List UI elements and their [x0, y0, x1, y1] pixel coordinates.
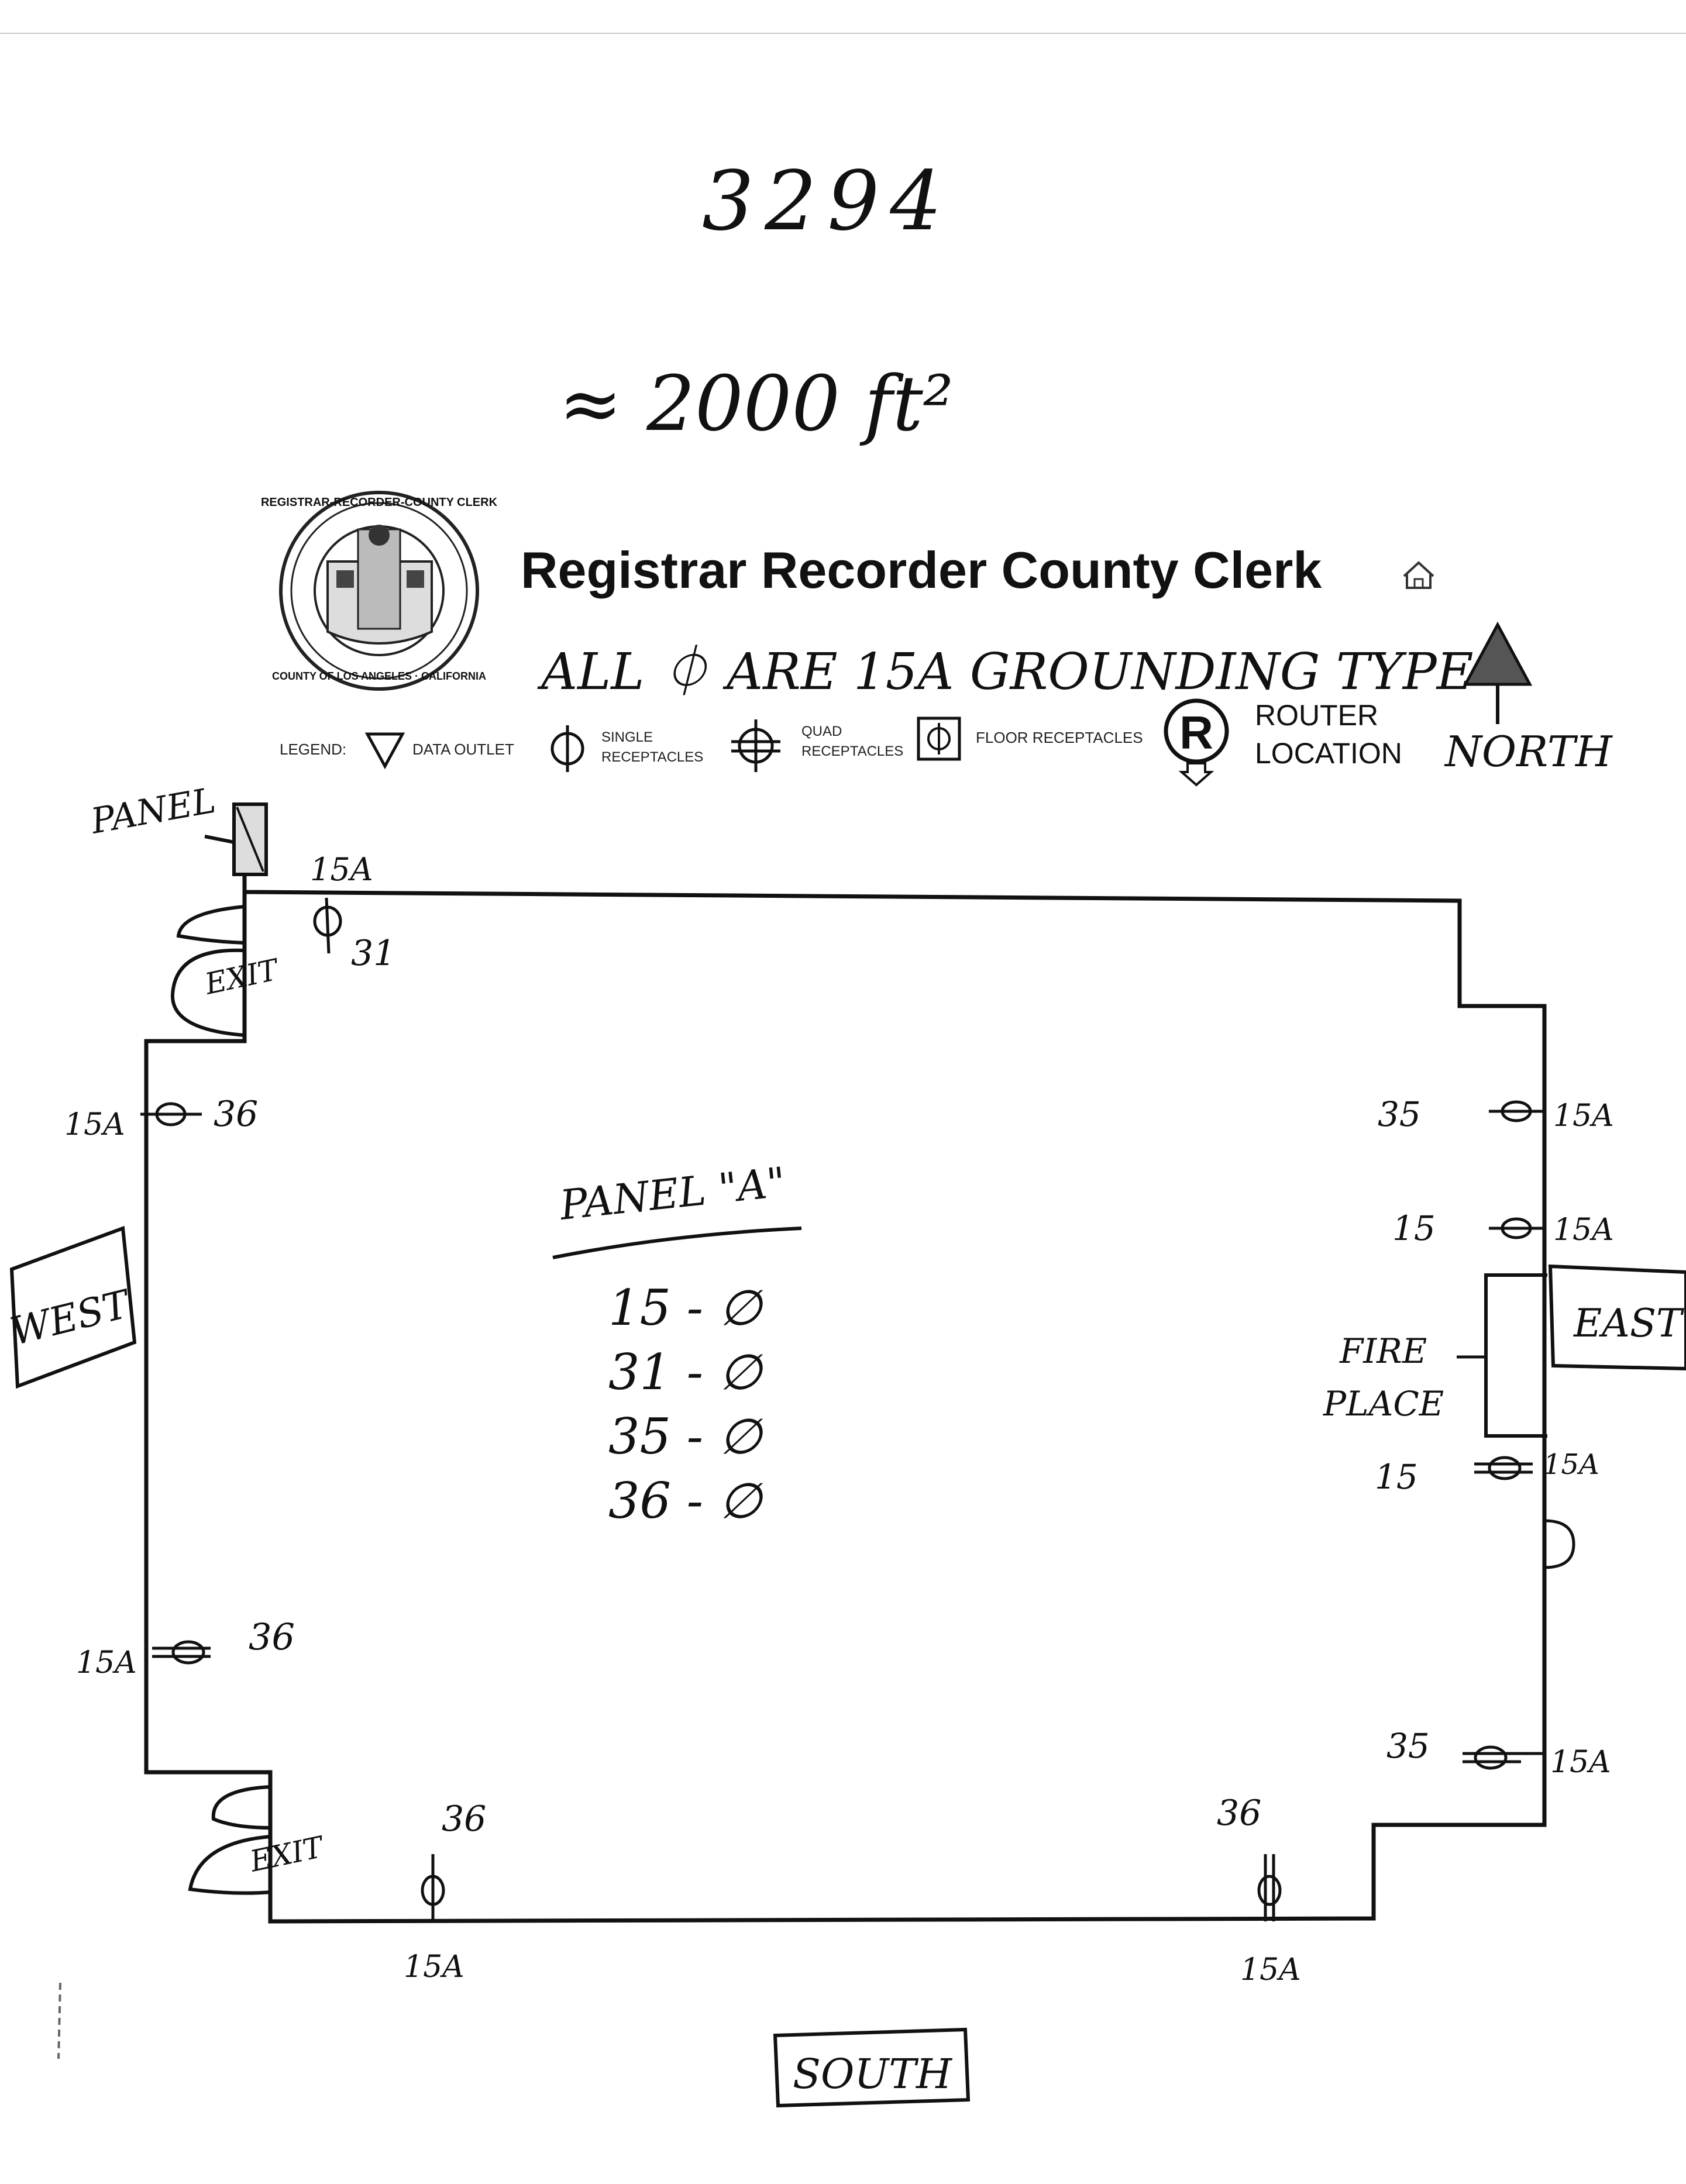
outlet-south-left-36: 36 15A — [404, 1799, 486, 1985]
east-label: EAST — [1573, 1301, 1685, 1346]
outlet-circuit: 15 — [1375, 1457, 1418, 1497]
outlet-east-15-upper: 15 15A — [1392, 1208, 1614, 1248]
outlet-rating: 15A — [404, 1949, 464, 1985]
panel-schedule-title: PANEL "A" — [556, 1158, 788, 1229]
panel-label: PANEL — [87, 780, 218, 842]
county-seal-icon: REGISTRAR-RECORDER-COUNTY CLERK COUNTY O… — [261, 491, 498, 691]
single-receptacle-icon — [550, 725, 584, 772]
outlet-east-35-upper: 35 15A — [1378, 1094, 1614, 1134]
quad-receptacle-icon — [731, 719, 780, 772]
legend-data-outlet: DATA OUTLET — [412, 740, 514, 758]
north-arrow-icon — [1463, 621, 1533, 724]
north-label: NORTH — [1444, 727, 1613, 776]
router-icon: R — [1164, 698, 1229, 787]
outlet-rating: 15A — [1550, 1745, 1611, 1780]
east-wall-bump — [1544, 1519, 1575, 1569]
panel-schedule-row: 15 - ∅ — [608, 1279, 764, 1336]
legend-single-2: RECEPTACLES — [601, 749, 703, 765]
scan-top-edge — [0, 33, 1686, 34]
outlet-rating: 15A — [310, 851, 373, 888]
building-walls — [144, 874, 1547, 1924]
south-label: SOUTH — [793, 2050, 953, 2098]
home-icon — [1403, 561, 1434, 589]
legend-label: LEGEND: — [280, 740, 346, 758]
outlet-rating: 15A — [1553, 1212, 1614, 1248]
outlet-rating: 15A — [1553, 1098, 1614, 1134]
grounding-note: ALL ⏀ ARE 15A GROUNDING TYPE — [537, 643, 1474, 701]
outlet-rating: 15A — [1240, 1952, 1301, 1987]
legend-single-1: SINGLE — [601, 729, 653, 745]
router-label-1: ROUTER — [1255, 699, 1378, 732]
outlet-circuit: 36 — [442, 1799, 486, 1839]
header-title: Registrar Recorder County Clerk — [521, 541, 1322, 599]
west-label: WEST — [6, 1281, 136, 1355]
router-letter: R — [1179, 707, 1213, 759]
panel-schedule-row: 36 - ∅ — [608, 1472, 764, 1530]
exit-door-south — [188, 1785, 271, 1895]
outlet-circuit: 36 — [249, 1615, 295, 1658]
legend-quad-2: RECEPTACLES — [801, 743, 903, 759]
seal-top-text: REGISTRAR-RECORDER-COUNTY CLERK — [261, 496, 498, 509]
west-box — [9, 1225, 137, 1389]
area-note: ≈ 2000 ft² — [559, 359, 954, 448]
outlet-circuit: 36 — [1217, 1793, 1261, 1834]
panel-schedule-row: 35 - ∅ — [608, 1408, 764, 1465]
outlet-rating: 15A — [76, 1645, 137, 1680]
fireplace-label-1: FIRE — [1339, 1331, 1427, 1371]
router-label-2: LOCATION — [1255, 737, 1402, 770]
legend-floor: FLOOR RECEPTACLES — [976, 729, 1143, 746]
outlet-circuit: 31 — [351, 933, 395, 974]
outlet-rating: 15A — [64, 1107, 125, 1142]
outlet-west-lower-36: 15A 36 — [76, 1615, 295, 1680]
outlet-east-35-lower: 35 15A — [1386, 1726, 1611, 1780]
fireplace-outline — [1457, 1273, 1547, 1438]
page-number: 3294 — [702, 154, 952, 249]
exit-door-north — [170, 905, 245, 1037]
outlet-east-15-lower: 15 15A — [1375, 1448, 1599, 1497]
outlet-north-31: 15A 31 — [310, 851, 395, 974]
scan-artifact — [57, 1982, 61, 2059]
exit-label-north: EXIT — [201, 952, 283, 1001]
outlet-circuit: 36 — [214, 1094, 258, 1135]
outlet-west-upper-36: 15A 36 — [64, 1094, 258, 1142]
outlet-circuit: 15 — [1392, 1208, 1436, 1248]
south-box — [773, 2027, 971, 2108]
fireplace-label-2: PLACE — [1323, 1384, 1444, 1424]
outlet-circuit: 35 — [1378, 1094, 1421, 1134]
floor-receptacle-icon — [917, 716, 961, 761]
east-box — [1548, 1264, 1686, 1371]
electrical-panel-icon — [232, 802, 268, 876]
outlet-circuit: 35 — [1386, 1726, 1430, 1766]
triangle-down-icon — [364, 732, 405, 770]
seal-bottom-text: COUNTY OF LOS ANGELES · CALIFORNIA — [272, 670, 486, 682]
panel-schedule-row: 31 - ∅ — [608, 1344, 764, 1401]
legend-quad-1: QUAD — [801, 724, 842, 739]
outlet-south-right-36: 36 15A — [1217, 1793, 1301, 1987]
outlet-rating: 15A — [1543, 1448, 1599, 1481]
